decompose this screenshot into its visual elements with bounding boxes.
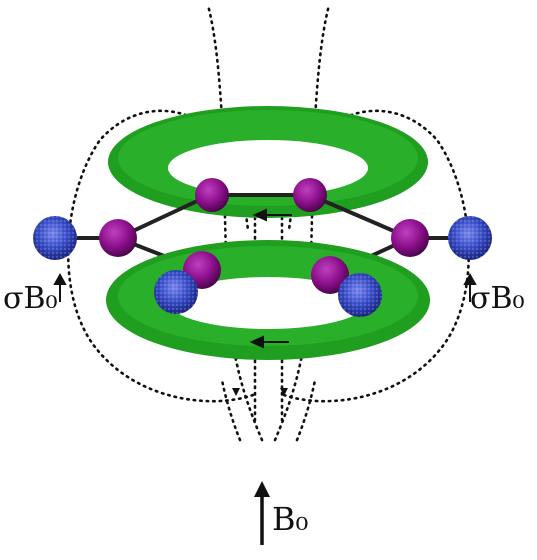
local-field-arrows <box>53 272 477 302</box>
up-arrow-icon <box>254 481 270 545</box>
down-arrow-icon <box>280 388 288 396</box>
down-arrow-icon <box>232 388 240 396</box>
back-carbon-atoms <box>195 178 327 212</box>
hydrogen-atoms <box>33 216 492 317</box>
carbon-atom <box>195 178 229 212</box>
up-arrow-icon <box>53 272 67 302</box>
sigma-b0-label-left: σB₀ <box>3 281 58 316</box>
upper-ring-current <box>108 106 428 218</box>
left-arrow-icon <box>249 335 289 349</box>
left-arrow-icon <box>252 208 292 222</box>
hydrogen-atom <box>154 270 198 314</box>
field-line-right-mid <box>295 378 317 442</box>
hydrogen-atom <box>33 216 77 260</box>
ring-current-arrows <box>249 208 292 349</box>
field-line-right-inner <box>273 3 331 442</box>
field-line-arrowheads <box>232 388 288 396</box>
field-line-left-inner <box>206 3 264 442</box>
carbon-atom <box>311 256 349 294</box>
applied-field-arrow <box>254 481 270 545</box>
field-line-left-mid <box>220 378 242 442</box>
b0-label: B₀ <box>272 500 308 538</box>
carbon-atom <box>99 219 137 257</box>
up-arrow-icon <box>463 272 477 302</box>
carbon-atom <box>293 178 327 212</box>
sigma-b0-label-right: σB₀ <box>470 281 525 316</box>
hydrogen-atom <box>448 216 492 260</box>
carbon-atom <box>391 219 429 257</box>
hydrogen-atom <box>338 273 382 317</box>
